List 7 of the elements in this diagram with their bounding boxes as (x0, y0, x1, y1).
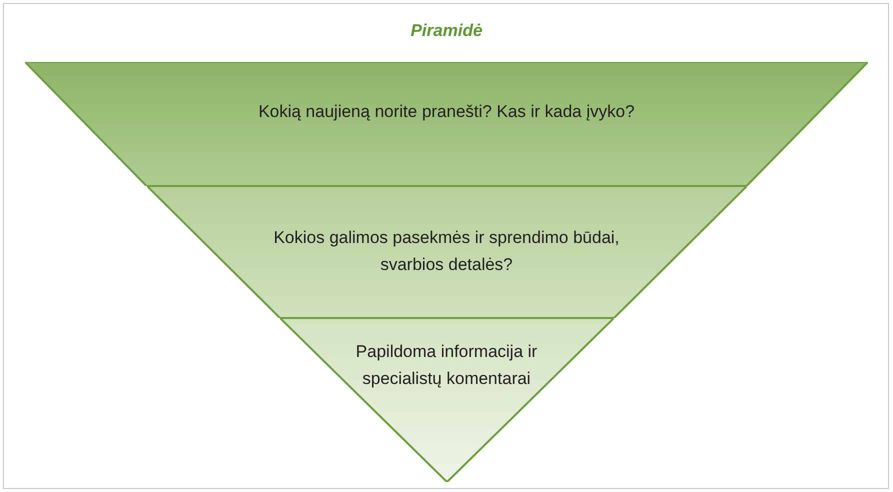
level-text: Kokią naujieną norite pranešti? Kas ir kada įvyko? (258, 101, 635, 123)
level-text: Kokios galimos pasekmės ir sprendimo būdai, svarbios detalės? (272, 227, 620, 276)
title: Piramidė (410, 20, 484, 42)
pyramid-level (146, 186, 746, 318)
pyramid-level (280, 318, 614, 482)
pyramid-level (25, 62, 868, 186)
level-text: Papildoma informacija ir specialistų komentarai (354, 341, 538, 390)
